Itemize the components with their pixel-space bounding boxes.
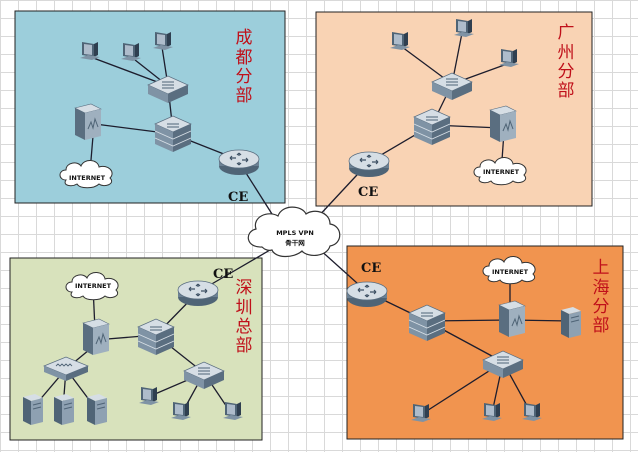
internet-label: INTERNET — [492, 268, 529, 276]
pc-icon — [482, 403, 502, 421]
firewall-icon — [498, 300, 526, 338]
region-title-shenzhen: 深 圳 总 部 — [236, 278, 253, 356]
router-icon — [218, 149, 260, 176]
title-char: 分 — [558, 62, 575, 82]
firewall-icon — [74, 103, 102, 141]
region-shanghai: INTERNET CE 上 海 分 部 — [346, 255, 610, 422]
pc-icon — [454, 19, 474, 37]
router-icon — [348, 151, 390, 178]
internet-label: INTERNET — [75, 282, 112, 290]
title-char: 部 — [236, 336, 253, 356]
ce-label: CE — [228, 190, 248, 205]
server-icon — [22, 393, 44, 426]
router-icon — [346, 281, 388, 308]
title-char: 部 — [236, 86, 253, 106]
title-char: 深 — [236, 278, 253, 298]
title-char: 州 — [558, 43, 575, 63]
backbone-label-line1: MPLS VPN — [276, 229, 314, 237]
pc-icon — [80, 42, 100, 60]
title-char: 成 — [236, 28, 253, 48]
internet-label: INTERNET — [483, 168, 520, 176]
title-char: 圳 — [236, 298, 253, 318]
server-icon — [560, 306, 582, 339]
title-char: 分 — [593, 297, 610, 317]
region-title-chengdu: 成 都 分 部 — [236, 28, 253, 106]
title-char: 部 — [593, 316, 610, 336]
region-chengdu: INTERNET CE 成 都 分 部 — [59, 28, 260, 205]
router-icon — [177, 280, 219, 307]
ce-label: CE — [213, 267, 233, 282]
pc-icon — [390, 32, 410, 50]
title-char: 总 — [236, 317, 253, 337]
mpls-vpn-backbone-cloud: MPLS VPN 骨干网 — [247, 206, 341, 258]
pc-icon — [121, 43, 141, 61]
pc-icon — [153, 32, 173, 50]
pc-icon — [223, 402, 243, 420]
title-char: 都 — [236, 48, 253, 68]
pc-icon — [522, 403, 542, 421]
server-icon — [53, 393, 75, 426]
region-guangzhou-background — [315, 11, 593, 207]
region-title-guangzhou: 广 州 分 部 — [558, 23, 575, 101]
internet-label: INTERNET — [69, 174, 106, 182]
ce-label: CE — [358, 185, 378, 200]
backbone-label-line2: 骨干网 — [285, 238, 305, 247]
firewall-icon — [82, 318, 110, 356]
title-char: 海 — [593, 278, 610, 298]
firewall-icon — [489, 105, 517, 143]
title-char: 部 — [558, 81, 575, 101]
region-title-shanghai: 上 海 分 部 — [593, 258, 610, 336]
pc-icon — [139, 387, 159, 405]
title-char: 上 — [593, 258, 610, 278]
region-guangzhou: INTERNET CE 广 州 分 部 — [348, 19, 575, 200]
pc-icon — [171, 402, 191, 420]
region-shenzhen: INTERNET CE 深 圳 总 部 — [22, 267, 253, 426]
ce-label: CE — [361, 261, 381, 276]
title-char: 广 — [558, 23, 575, 43]
title-char: 分 — [236, 67, 253, 87]
region-shenzhen-background — [9, 257, 263, 441]
pc-icon — [499, 49, 519, 67]
server-icon — [86, 393, 108, 426]
pc-icon — [411, 404, 431, 422]
